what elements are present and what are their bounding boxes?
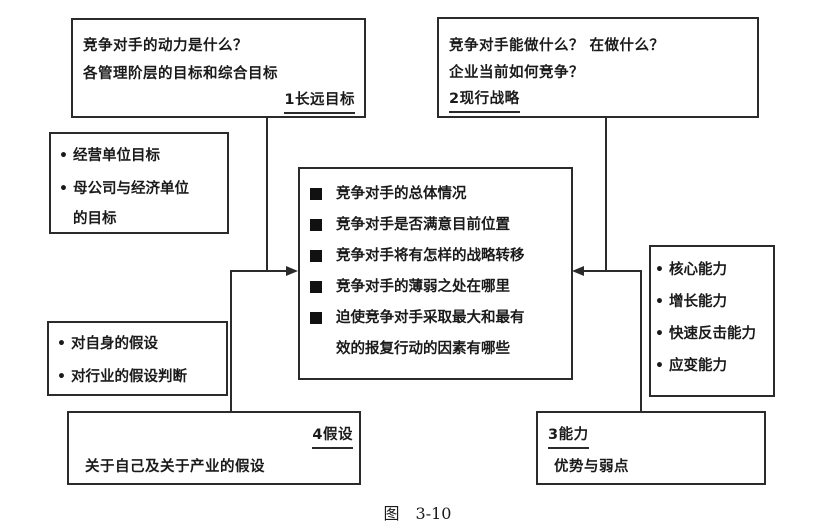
strategy-label: 2现行战略 — [449, 87, 520, 113]
goals-question: 竞争对手的动力是什么？ — [83, 38, 248, 54]
strategy-description: 企业当前如何竞争？ — [449, 65, 584, 81]
goals-label: 1长远目标 — [284, 88, 355, 114]
bullet-icon — [57, 331, 71, 358]
box-current-strategy: 竞争对手能做什么？ 在做什么？ 企业当前如何竞争？ 2现行战略 — [437, 17, 759, 118]
box-long-term-goals: 竞争对手的动力是什么？ 各管理阶层的目标和综合目标 1长远目标 — [71, 18, 366, 118]
capabilities-description: 优势与弱点 — [554, 459, 629, 475]
assumptions-label: 4假设 — [312, 423, 353, 449]
connector-capability-vertical — [640, 270, 642, 412]
arrow-left-icon — [572, 266, 584, 276]
list-item: 竞争对手的薄弱之处在哪里 — [310, 274, 571, 301]
list-item: 应变能力 — [655, 353, 773, 380]
connector-strategy-vertical — [605, 117, 607, 272]
square-bullet-icon — [310, 188, 322, 200]
bullet-icon — [655, 321, 669, 348]
bullet-icon — [655, 353, 669, 380]
assumptions-description: 关于自己及关于产业的假设 — [85, 459, 265, 475]
bullet-icon — [59, 176, 73, 203]
bullet-icon — [57, 364, 71, 391]
list-item-continuation: 的目标 — [73, 211, 117, 227]
list-item: 对行业的假设判断 — [57, 364, 226, 391]
list-item: 对自身的假设 — [57, 331, 226, 358]
list-item: 快速反击能力 — [655, 321, 773, 348]
box-capabilities: 3能力 优势与弱点 — [536, 411, 766, 485]
capability-detail-list: 核心能力 增长能力 快速反击能力 应变能力 — [649, 245, 775, 397]
capabilities-label: 3能力 — [548, 423, 589, 449]
list-item: 竞争对手是否满意目前位置 — [310, 212, 571, 239]
bullet-icon — [59, 143, 73, 170]
connector-right-horizontal — [582, 270, 641, 272]
list-item: 核心能力 — [655, 257, 773, 284]
box-assumptions: 4假设 关于自己及关于产业的假设 — [67, 411, 361, 485]
list-item-continuation: 效的报复行动的因素有哪些 — [336, 341, 510, 357]
square-bullet-icon — [310, 250, 322, 262]
arrow-right-icon — [286, 266, 298, 276]
connector-assumptions-vertical — [230, 270, 232, 412]
goals-description: 各管理阶层的目标和综合目标 — [83, 66, 278, 82]
bullet-icon — [655, 257, 669, 284]
list-item: 母公司与经济单位 — [59, 176, 227, 203]
list-item: 经营单位目标 — [59, 143, 227, 170]
assumption-detail-list: 对自身的假设 对行业的假设判断 — [47, 321, 228, 396]
square-bullet-icon — [310, 281, 322, 293]
strategy-question: 竞争对手能做什么？ 在做什么？ — [449, 38, 665, 54]
bullet-icon — [655, 289, 669, 316]
square-bullet-icon — [310, 219, 322, 231]
connector-left-horizontal — [230, 270, 288, 272]
list-item: 竞争对手的总体情况 — [310, 181, 571, 208]
list-item: 迫使竞争对手采取最大和最有 — [310, 305, 571, 332]
competitor-response-profile: 竞争对手的总体情况 竞争对手是否满意目前位置 竞争对手将有怎样的战略转移 竞争对… — [298, 167, 573, 380]
goals-detail-list: 经营单位目标 母公司与经济单位 的目标 — [49, 132, 229, 234]
list-item: 增长能力 — [655, 289, 773, 316]
figure-caption: 图 3-10 — [383, 504, 452, 523]
square-bullet-icon — [310, 312, 322, 324]
connector-goals-vertical — [266, 117, 268, 272]
list-item: 竞争对手将有怎样的战略转移 — [310, 243, 571, 270]
